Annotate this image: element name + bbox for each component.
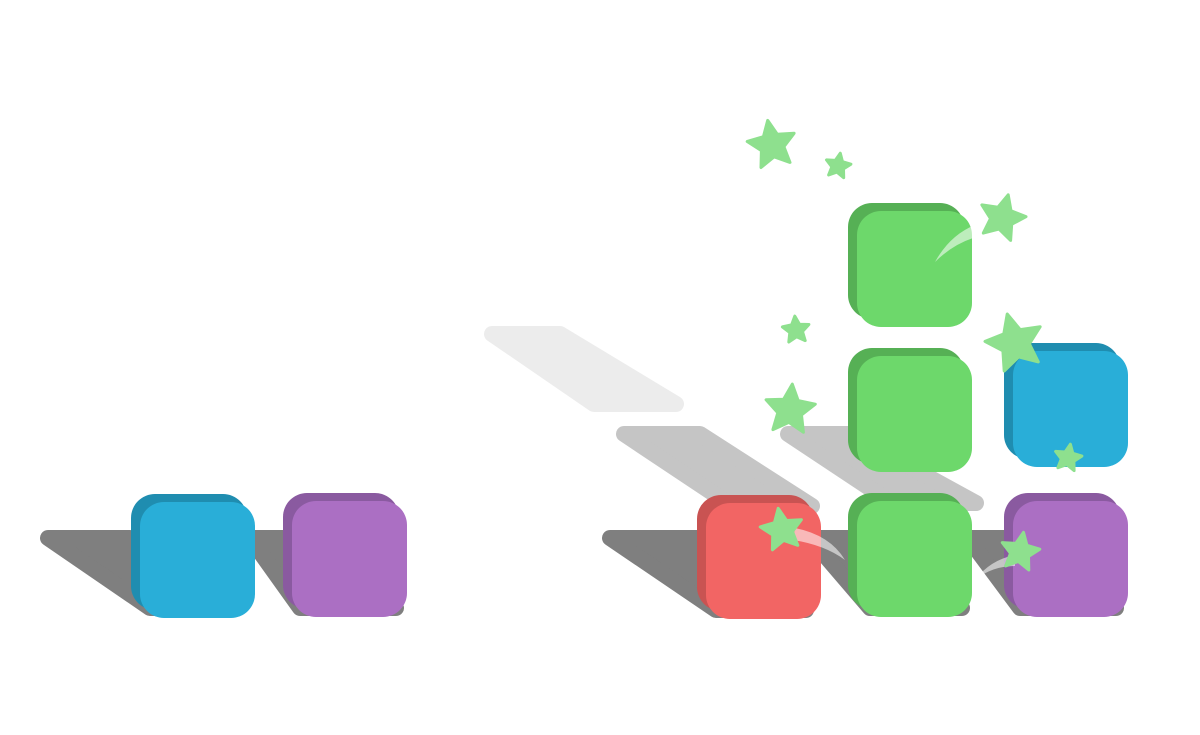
star-icon	[745, 118, 796, 169]
block-shadow	[484, 326, 684, 412]
star-icon	[1054, 442, 1084, 473]
block-face	[140, 502, 255, 618]
block-face	[292, 501, 407, 617]
block-face	[857, 501, 972, 617]
block-shadow	[616, 426, 820, 514]
blocks	[131, 203, 1128, 619]
green-block	[848, 493, 972, 617]
star-icon	[980, 193, 1028, 242]
star-icon	[983, 312, 1042, 373]
star-icon	[758, 506, 803, 552]
sparkle-trails	[793, 225, 1015, 580]
purple-block	[283, 493, 407, 617]
purple-block	[1004, 493, 1128, 617]
green-block	[848, 348, 972, 472]
sparkle-trail	[935, 225, 975, 262]
block-face	[857, 211, 972, 327]
green-block	[848, 203, 972, 327]
block-face	[857, 356, 972, 472]
block-face	[1013, 351, 1128, 467]
sparkle-trail	[975, 555, 1015, 580]
star-icon	[764, 382, 817, 434]
sparkle-trail	[793, 528, 845, 560]
blue-block	[131, 494, 255, 618]
star-icon	[780, 314, 811, 344]
block-face	[706, 503, 821, 619]
sparkle-stars	[745, 118, 1084, 572]
star-icon	[1000, 530, 1042, 572]
red-block	[697, 495, 821, 619]
blue-block	[1004, 343, 1128, 467]
block-face	[1013, 501, 1128, 617]
star-icon	[825, 151, 853, 180]
